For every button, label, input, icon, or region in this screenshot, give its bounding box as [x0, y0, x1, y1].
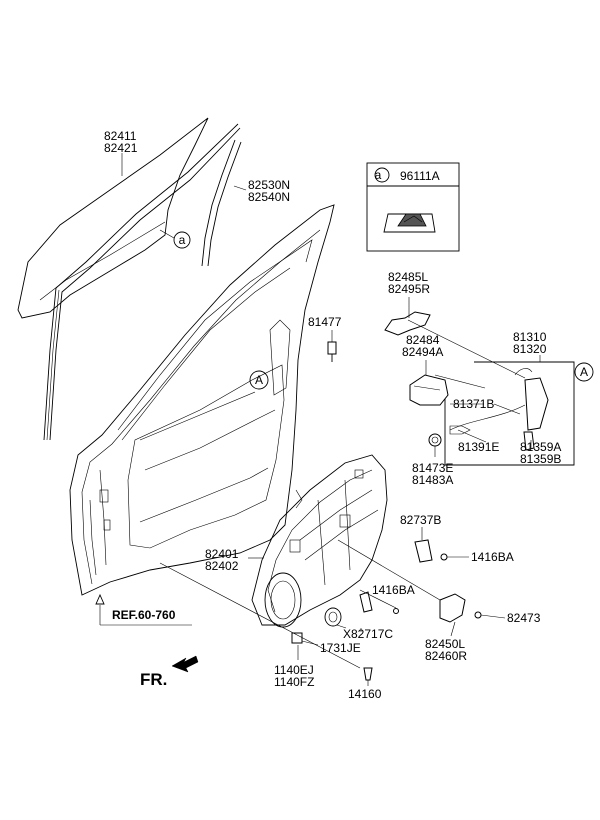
label-82473: 82473 — [507, 611, 541, 625]
small-parts — [291, 311, 482, 681]
label-1416BA-lower: 1416BA — [372, 583, 415, 597]
label-callout-A-door: A — [255, 373, 263, 387]
label-81359A: 81359A — [520, 440, 561, 454]
label-callout-a-box: a — [375, 168, 382, 182]
label-14160: 14160 — [348, 687, 382, 701]
leader-lines — [95, 153, 541, 686]
callouts — [173, 231, 594, 390]
callout-a-glass — [173, 231, 191, 249]
label-82540N: 82540N — [248, 190, 290, 204]
label-callout-A-latch: A — [580, 365, 588, 379]
label-X82717C: X82717C — [343, 627, 393, 641]
label-82460R: 82460R — [425, 649, 467, 663]
door-panel — [69, 204, 335, 596]
label-ref: REF.60-760 — [112, 608, 176, 622]
label-callout-a-glass: a — [179, 233, 186, 247]
label-82494A: 82494A — [402, 345, 443, 359]
label-81371B: 81371B — [453, 397, 494, 411]
label-82737B: 82737B — [400, 513, 441, 527]
door-module — [251, 454, 388, 628]
label-82484: 82484 — [406, 333, 440, 347]
label-82421: 82421 — [104, 141, 138, 155]
label-81310: 81310 — [513, 330, 547, 344]
part-labels: 82411 82421 82530N 82540N a 96111A 82485… — [104, 129, 588, 701]
label-81320: 81320 — [513, 342, 547, 356]
label-82495R: 82495R — [388, 282, 430, 296]
callout-A-latch — [574, 362, 594, 382]
label-81359B: 81359B — [520, 452, 561, 466]
label-82450L: 82450L — [425, 637, 465, 651]
label-96111A: 96111A — [400, 169, 440, 183]
door-glass — [17, 117, 209, 319]
label-82402: 82402 — [205, 559, 239, 573]
label-1140EJ: 1140EJ — [274, 663, 314, 677]
emblem-box — [366, 162, 460, 252]
label-1140FZ: 1140FZ — [274, 675, 314, 689]
label-81483A: 81483A — [412, 473, 453, 487]
label-82411: 82411 — [104, 129, 137, 143]
glass-run-channel — [43, 123, 242, 441]
label-1416BA-upper: 1416BA — [471, 550, 514, 564]
label-81473E: 81473E — [412, 461, 453, 475]
label-82530N: 82530N — [248, 178, 290, 192]
label-81477: 81477 — [308, 315, 342, 329]
ref-arrow-icon — [95, 593, 105, 605]
label-1731JE: 1731JE — [320, 641, 361, 655]
label-81391E: 81391E — [458, 440, 499, 454]
latch-box — [444, 361, 575, 466]
callout-A-door — [249, 370, 269, 390]
label-fr: FR. — [140, 670, 167, 689]
label-82401: 82401 — [205, 547, 239, 561]
fr-arrow-icon — [171, 655, 199, 673]
label-82485L: 82485L — [388, 270, 428, 284]
